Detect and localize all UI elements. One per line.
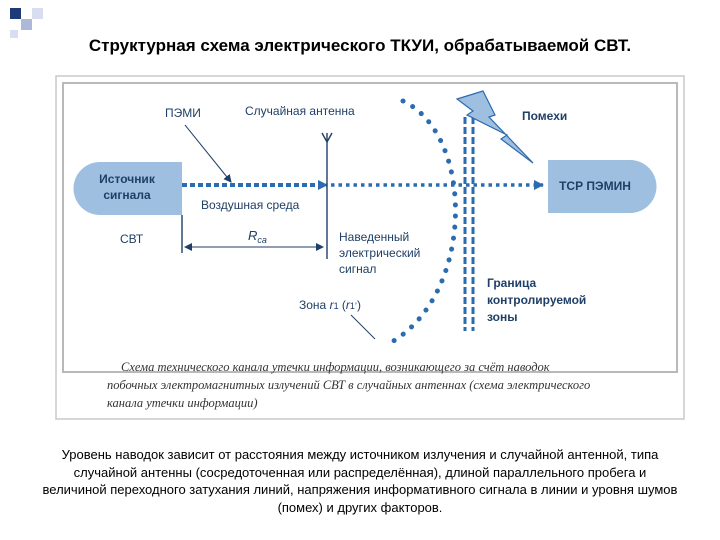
inner-frame [62,82,678,373]
caption-line2: побочных электромагнитных излучений СВТ … [107,378,590,392]
corner-square-dark [10,8,21,19]
zone-r1-curve [387,98,458,346]
caption-line3: канала утечки информации) [107,396,258,410]
boundary-label-line1: Граница [487,276,536,290]
corner-square-light [21,19,32,30]
lightning-icon [455,90,534,164]
outer-frame [55,75,685,420]
caption-line1: Схема технического канала утечки информа… [121,360,550,374]
boundary-label-line2: контролируемой [487,293,586,307]
interference-label: Помехи [522,109,567,123]
induced-signal-line3: сигнал [339,262,376,276]
slide-title: Структурная схема электрического ТКУИ, о… [88,36,632,55]
random-antenna-label: Случайная антенна [245,104,355,118]
corner-square-light-3 [10,30,18,38]
distance-label: Rса [248,228,267,245]
description-text: Уровень наводок зависит от расстояния ме… [42,447,678,515]
corner-decoration [10,8,43,38]
source-label-line2: сигнала [103,188,151,202]
receiver-shape [548,160,657,213]
source-label-line1: Источник [99,172,156,186]
diagram-image: Источник сигнала СВТ ПЭМИ Случайная анте… [55,75,685,420]
induced-signal-line1: Наведенный [339,230,409,244]
zone-r1-pointer [350,314,376,340]
receiver-label: ТСР ПЭМИН [559,179,631,193]
signal-source-shape [73,162,182,215]
zone-r1-label: Зона r1 (r1’) [299,298,361,312]
svt-label: СВТ [120,232,144,246]
leakage-channel-diagram: Источник сигнала СВТ ПЭМИ Случайная анте… [55,75,685,420]
pemi-pointer [184,124,232,183]
air-medium-label: Воздушная среда [201,198,300,212]
induced-signal-line2: электрический [339,246,420,260]
pemi-label: ПЭМИ [165,106,201,120]
corner-square-light-2 [32,8,43,19]
boundary-label-line3: зоны [487,310,518,324]
antenna-icon [321,132,333,259]
